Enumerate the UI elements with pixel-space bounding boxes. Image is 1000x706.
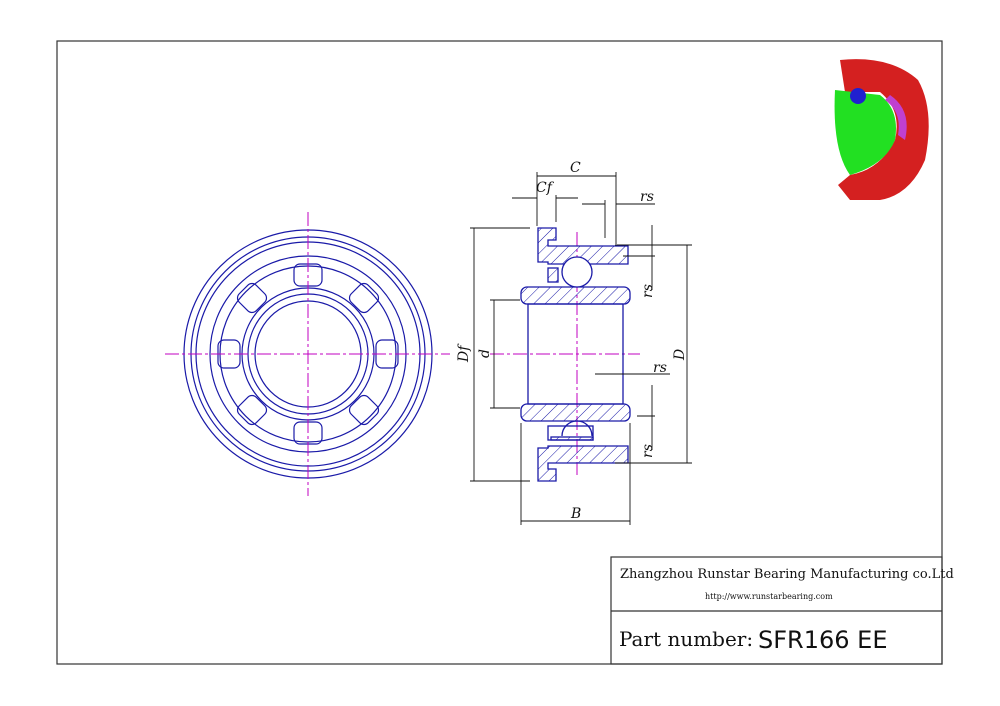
part-number-label: Part number: bbox=[619, 627, 754, 651]
company-url: http://www.runstarbearing.com bbox=[705, 592, 833, 601]
bearing-section-view bbox=[520, 227, 631, 482]
title-block bbox=[610, 556, 943, 665]
dim-label-Df: Df bbox=[456, 343, 472, 363]
drawing-frame bbox=[56, 40, 943, 665]
dim-label-Cf: Cf bbox=[536, 180, 555, 196]
dim-label-B: B bbox=[570, 506, 581, 522]
dimension-lines bbox=[470, 172, 692, 525]
dim-label-rs-mid: rs bbox=[653, 360, 667, 376]
dim-label-C: C bbox=[570, 160, 581, 176]
dim-label-rs-right-upper: rs bbox=[640, 284, 656, 298]
dim-label-rs-right-lower: rs bbox=[640, 444, 656, 458]
dim-label-D: D bbox=[672, 349, 688, 361]
bearing-3d-thumbnail bbox=[834, 59, 929, 200]
part-number-value: SFR166 EE bbox=[758, 626, 888, 654]
dim-label-d: d bbox=[477, 349, 493, 358]
company-name: Zhangzhou Runstar Bearing Manufacturing … bbox=[620, 567, 954, 582]
center-lines bbox=[165, 212, 640, 496]
dim-label-rs-top: rs bbox=[640, 189, 654, 205]
